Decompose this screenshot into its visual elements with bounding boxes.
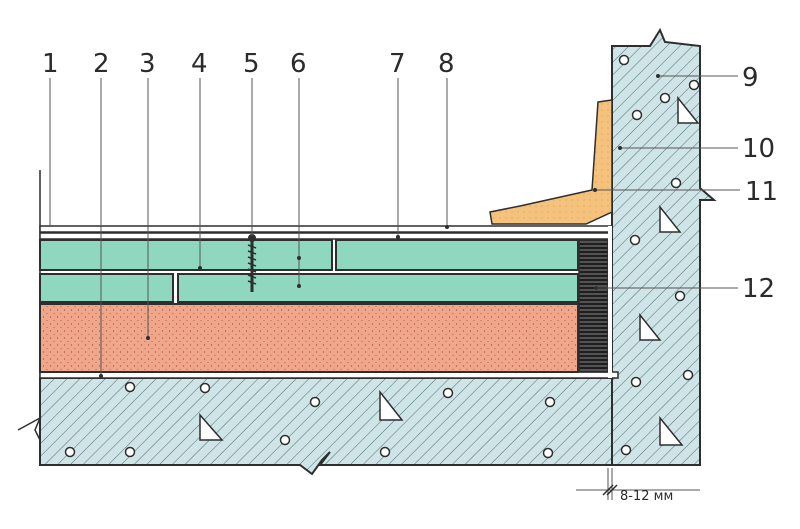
label-3: 3 (139, 49, 156, 79)
screw (247, 234, 257, 292)
concrete-wall (611, 27, 717, 466)
lower-board-left (39, 273, 174, 303)
expansion-gap (608, 226, 612, 378)
label-10: 10 (742, 134, 775, 164)
leader-dots (99, 74, 660, 378)
label-9: 9 (742, 63, 759, 93)
finish-coat-layer (39, 225, 613, 233)
label-6: 6 (290, 49, 307, 79)
floor-layers (39, 225, 619, 379)
dimension-label: 8-12 мм (620, 489, 673, 504)
callout-labels: 1 2 3 4 5 6 7 8 9 10 11 12 (42, 49, 778, 304)
break-line-left (17, 170, 42, 441)
upper-board-left (39, 239, 333, 271)
label-7: 7 (389, 49, 406, 79)
label-2: 2 (93, 49, 110, 79)
label-12: 12 (742, 274, 775, 304)
underlay-layer (39, 232, 613, 240)
insulation-layer (39, 303, 579, 373)
concrete-slab (39, 377, 619, 476)
label-4: 4 (191, 49, 208, 79)
skirting-board (489, 99, 613, 225)
gap-dimension: 8-12 мм (576, 468, 700, 504)
lower-board-right (177, 273, 579, 303)
label-11: 11 (745, 177, 778, 207)
edge-strip (578, 239, 609, 373)
leader-lines (49, 75, 740, 378)
label-8: 8 (438, 49, 455, 79)
label-1: 1 (42, 49, 59, 79)
upper-board-right (335, 239, 579, 271)
label-5: 5 (243, 49, 260, 79)
